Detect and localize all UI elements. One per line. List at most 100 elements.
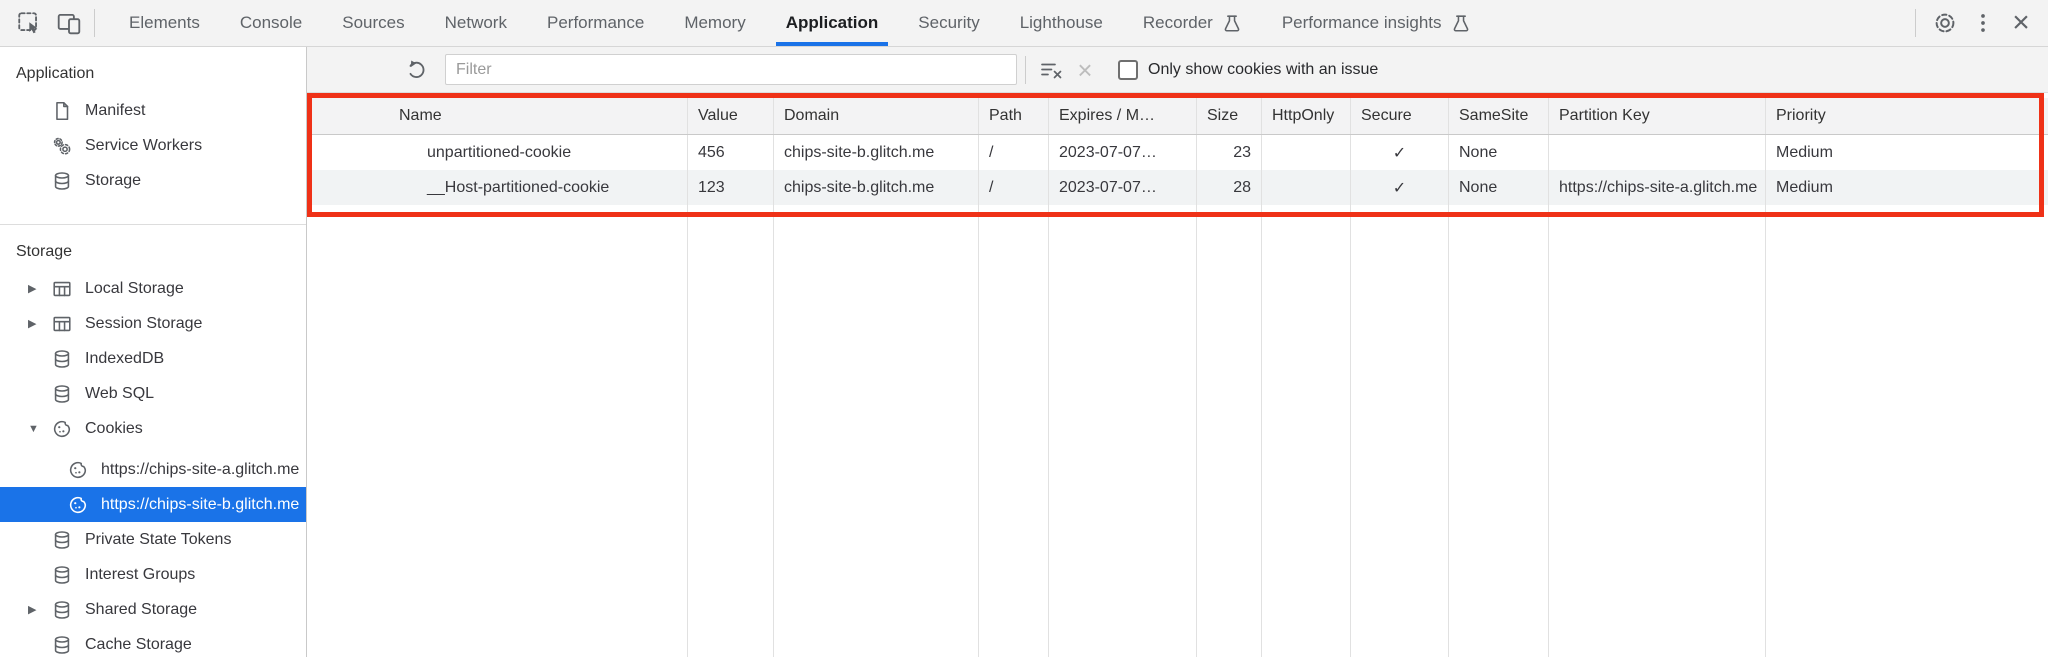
chevron-down-icon[interactable]: ▼ <box>28 422 39 435</box>
tab-application[interactable]: Application <box>766 0 899 46</box>
cell-name[interactable]: unpartitioned-cookie <box>307 135 688 170</box>
toolbar-divider <box>1025 55 1026 84</box>
tab-recorder[interactable]: Recorder <box>1123 0 1262 46</box>
column-header-path[interactable]: Path <box>979 98 1049 134</box>
clear-filter-icon[interactable] <box>1034 53 1068 87</box>
tabbar-right-icons: × <box>1907 0 2038 46</box>
tab-elements[interactable]: Elements <box>129 13 200 32</box>
cell-secure-checkmark[interactable]: ✓ <box>1351 170 1449 205</box>
cell-httponly[interactable] <box>1262 135 1351 170</box>
database-icon <box>50 169 74 193</box>
column-header-size[interactable]: Size <box>1197 98 1262 134</box>
cookie-icon <box>66 493 90 517</box>
cell-expires[interactable]: 2023-07-07… <box>1049 170 1197 205</box>
document-icon <box>50 99 74 123</box>
database-icon <box>50 633 74 657</box>
settings-gear-icon[interactable] <box>1928 6 1962 40</box>
close-devtools-icon[interactable]: × <box>2004 6 2038 40</box>
sidebar-item-local-storage[interactable]: ▶ Local Storage <box>0 271 306 306</box>
cookies-table-empty-area <box>307 205 2048 657</box>
sidebar-item-storage[interactable]: Storage <box>0 163 306 198</box>
only-issue-checkbox[interactable] <box>1118 59 1138 80</box>
column-header-partition-key[interactable]: Partition Key <box>1549 98 1766 134</box>
more-options-kebab-icon[interactable] <box>1966 6 2000 40</box>
cookie-row-unpartitioned[interactable]: unpartitioned-cookie 456 chips-site-b.gl… <box>307 135 2048 170</box>
cell-httponly[interactable] <box>1262 170 1351 205</box>
sidebar-item-service-workers[interactable]: Service Workers <box>0 128 306 163</box>
filter-input[interactable] <box>445 54 1017 85</box>
cell-expires[interactable]: 2023-07-07… <box>1049 135 1197 170</box>
chevron-right-icon[interactable]: ▶ <box>28 283 37 295</box>
sidebar-item-shared-storage[interactable]: ▶ Shared Storage <box>0 592 306 627</box>
cell-size[interactable]: 28 <box>1197 170 1262 205</box>
column-header-value[interactable]: Value <box>688 98 774 134</box>
cell-value[interactable]: 456 <box>688 135 774 170</box>
devtools-tabbar: Elements Console Sources Network Perform… <box>0 0 2048 47</box>
sidebar-item-interest-groups[interactable]: Interest Groups <box>0 557 306 592</box>
experiment-flask-icon <box>1222 13 1242 33</box>
cell-samesite[interactable]: None <box>1449 135 1549 170</box>
sidebar-section-divider <box>0 224 306 225</box>
column-header-domain[interactable]: Domain <box>774 98 979 134</box>
tab-network[interactable]: Network <box>444 13 507 32</box>
database-icon <box>50 598 74 622</box>
cell-domain[interactable]: chips-site-b.glitch.me <box>774 170 979 205</box>
chevron-right-icon[interactable]: ▶ <box>28 604 37 616</box>
sidebar-item-indexeddb[interactable]: IndexedDB <box>0 341 306 376</box>
cell-domain[interactable]: chips-site-b.glitch.me <box>774 135 979 170</box>
only-issue-checkbox-label: Only show cookies with an issue <box>1148 60 1379 78</box>
clear-search-icon[interactable]: × <box>1068 53 1102 87</box>
sidebar-item-cookies-chips-site-a[interactable]: https://chips-site-a.glitch.me <box>0 452 306 487</box>
cell-size[interactable]: 23 <box>1197 135 1262 170</box>
experiment-flask-icon <box>1451 13 1471 33</box>
sidebar-item-cookies-chips-site-b[interactable]: https://chips-site-b.glitch.me <box>0 487 306 522</box>
chevron-right-icon[interactable]: ▶ <box>28 318 37 330</box>
sidebar-item-manifest[interactable]: Manifest <box>0 93 306 128</box>
cookie-row-host-partitioned[interactable]: __Host-partitioned-cookie 123 chips-site… <box>307 170 2048 205</box>
cell-partition-key[interactable]: https://chips-site-a.glitch.me <box>1549 170 1766 205</box>
tab-memory[interactable]: Memory <box>684 13 746 32</box>
cell-priority[interactable]: Medium <box>1776 143 1833 161</box>
cookies-table: Name Value Domain Path Expires / M… Size… <box>307 98 2048 657</box>
sidebar-item-cookies[interactable]: ▼ Cookies <box>0 411 306 446</box>
database-icon <box>50 563 74 587</box>
cookie-icon <box>66 458 90 482</box>
cell-partition-key[interactable] <box>1549 135 1766 170</box>
device-toolbar-icon[interactable] <box>52 6 86 40</box>
tab-performance-insights[interactable]: Performance insights <box>1262 0 1491 46</box>
column-header-name[interactable]: Name <box>307 98 688 134</box>
cell-name[interactable]: __Host-partitioned-cookie <box>307 170 688 205</box>
cell-samesite[interactable]: None <box>1449 170 1549 205</box>
cell-path[interactable]: / <box>979 170 1049 205</box>
tab-sources[interactable]: Sources <box>342 13 405 32</box>
cell-path[interactable]: / <box>979 135 1049 170</box>
tab-console[interactable]: Console <box>239 13 303 32</box>
table-icon <box>50 277 74 301</box>
cell-priority[interactable]: Medium <box>1776 178 1833 196</box>
service-workers-icon <box>50 134 74 158</box>
refresh-icon[interactable] <box>399 53 433 87</box>
tab-performance[interactable]: Performance <box>546 13 645 32</box>
application-sidebar: Application Manifest Service Workers <box>0 47 307 657</box>
tab-security[interactable]: Security <box>918 13 980 32</box>
sidebar-item-web-sql[interactable]: Web SQL <box>0 376 306 411</box>
column-header-secure[interactable]: Secure <box>1351 98 1449 134</box>
column-header-samesite[interactable]: SameSite <box>1449 98 1549 134</box>
column-header-expires[interactable]: Expires / M… <box>1049 98 1197 134</box>
sidebar-item-cache-storage[interactable]: Cache Storage <box>0 627 306 657</box>
database-icon <box>50 528 74 552</box>
cookies-panel: × Only show cookies with an issue Name V… <box>307 47 2048 657</box>
sidebar-item-session-storage[interactable]: ▶ Session Storage <box>0 306 306 341</box>
inspect-element-icon[interactable] <box>12 6 46 40</box>
tab-lighthouse[interactable]: Lighthouse <box>1019 13 1103 32</box>
cookies-table-header-row: Name Value Domain Path Expires / M… Size… <box>307 98 2048 135</box>
column-header-priority[interactable]: Priority <box>1776 107 1826 124</box>
cell-secure-checkmark[interactable]: ✓ <box>1351 135 1449 170</box>
table-icon <box>50 312 74 336</box>
cell-value[interactable]: 123 <box>688 170 774 205</box>
tabbar-divider <box>94 9 95 37</box>
sidebar-item-private-state-tokens[interactable]: Private State Tokens <box>0 522 306 557</box>
column-header-httponly[interactable]: HttpOnly <box>1262 98 1351 134</box>
tabbar-left-icons <box>12 0 86 46</box>
